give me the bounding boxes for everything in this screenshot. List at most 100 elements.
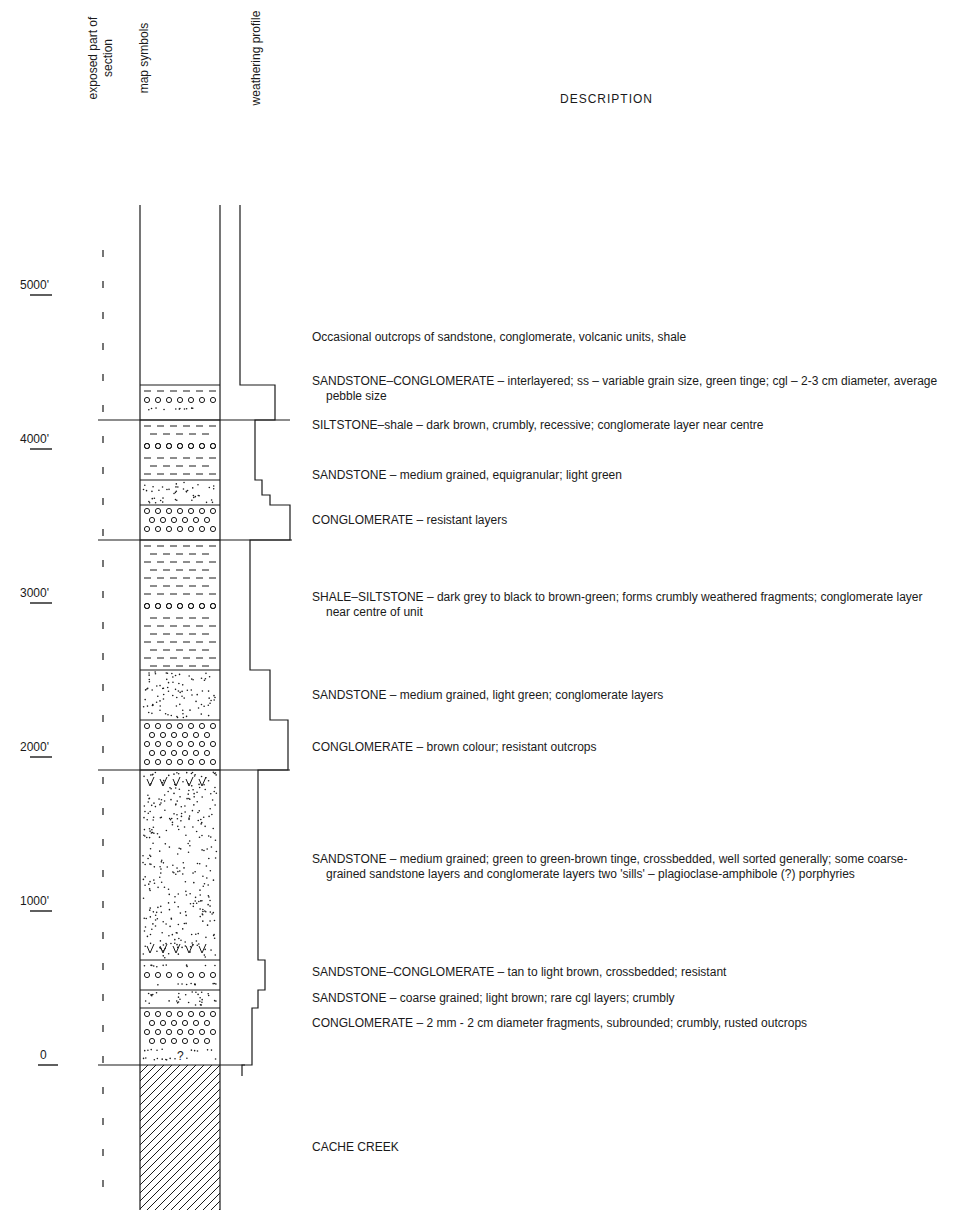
sand-dot bbox=[145, 926, 147, 928]
sand-dot bbox=[179, 692, 181, 694]
sand-dot bbox=[182, 684, 184, 686]
sand-dot bbox=[159, 685, 161, 687]
sand-dot bbox=[208, 835, 210, 837]
sand-dot bbox=[188, 798, 190, 800]
pebble-symbol bbox=[210, 603, 215, 608]
sand-dot bbox=[204, 910, 206, 912]
sand-dot bbox=[215, 983, 217, 985]
sand-dot bbox=[160, 868, 162, 870]
sand-dot bbox=[177, 826, 179, 828]
sand-dot bbox=[193, 793, 195, 795]
sand-dot bbox=[168, 935, 170, 937]
sand-dot bbox=[192, 679, 194, 681]
sand-dot bbox=[186, 772, 188, 774]
sand-dot bbox=[196, 940, 198, 942]
depth-label: 2000' bbox=[20, 740, 49, 755]
sand-dot bbox=[204, 956, 206, 958]
sand-dot bbox=[210, 793, 212, 795]
sand-dot bbox=[213, 912, 215, 914]
shale-dash bbox=[183, 474, 190, 475]
pebble-symbol bbox=[210, 759, 215, 764]
sand-dot bbox=[151, 805, 153, 807]
sand-dot bbox=[214, 773, 216, 775]
sand-dot bbox=[202, 690, 204, 692]
unit-description: SANDSTONE – coarse grained; light brown;… bbox=[312, 991, 942, 1006]
sand-dot bbox=[184, 805, 186, 807]
hatch-line bbox=[140, 1201, 220, 1210]
sand-dot bbox=[178, 829, 180, 831]
shale-dash bbox=[157, 546, 164, 547]
shale-dash bbox=[209, 391, 216, 392]
pebble-symbol bbox=[149, 732, 154, 737]
shale-dash bbox=[176, 554, 183, 555]
sand-dot bbox=[155, 806, 157, 808]
unit-boundary bbox=[140, 720, 220, 721]
pebble-symbol bbox=[144, 443, 149, 448]
sand-dot bbox=[214, 697, 216, 699]
sand-dot bbox=[158, 489, 160, 491]
unit-description: CONGLOMERATE – 2 mm - 2 cm diameter frag… bbox=[312, 1016, 942, 1031]
shale-dash bbox=[189, 618, 196, 619]
sand-dot bbox=[212, 983, 214, 985]
sand-dot bbox=[151, 994, 153, 996]
sand-dot bbox=[213, 695, 215, 697]
sand-dot bbox=[194, 871, 196, 873]
sand-dot bbox=[178, 953, 180, 955]
sand-dot bbox=[192, 789, 194, 791]
sand-dot bbox=[189, 893, 191, 895]
sand-dot bbox=[148, 672, 150, 674]
sand-dot bbox=[144, 805, 146, 807]
pebble-symbol bbox=[149, 750, 154, 755]
sand-dot bbox=[193, 497, 195, 499]
pebble-symbol bbox=[144, 972, 149, 977]
depth-label: 0 bbox=[40, 1048, 47, 1063]
pebble-symbol bbox=[177, 443, 182, 448]
sand-dot bbox=[159, 836, 161, 838]
sand-dot bbox=[195, 991, 197, 993]
sand-dot bbox=[166, 679, 168, 681]
sand-dot bbox=[185, 911, 187, 913]
hatch-line bbox=[140, 1145, 220, 1210]
sand-dot bbox=[210, 949, 212, 951]
sand-dot bbox=[143, 776, 145, 778]
sand-dot bbox=[151, 995, 153, 997]
sand-dot bbox=[209, 905, 211, 907]
sand-dot bbox=[201, 704, 203, 706]
sand-dot bbox=[202, 911, 204, 913]
sand-dot bbox=[153, 911, 155, 913]
sand-dot bbox=[159, 850, 161, 852]
sand-dot bbox=[172, 864, 174, 866]
sand-dot bbox=[191, 499, 193, 501]
shale-dash bbox=[196, 426, 203, 427]
sand-dot bbox=[212, 799, 214, 801]
sand-dot bbox=[152, 705, 154, 707]
pebble-symbol bbox=[199, 508, 204, 513]
sand-dot bbox=[198, 943, 200, 945]
sand-dot bbox=[178, 996, 180, 998]
shale-dash bbox=[209, 642, 216, 643]
pebble-symbol bbox=[193, 750, 198, 755]
sand-dot bbox=[143, 917, 145, 919]
sand-dot bbox=[215, 954, 217, 956]
sand-dot bbox=[147, 688, 149, 690]
sand-dot bbox=[198, 901, 200, 903]
sand-dot bbox=[201, 999, 203, 1001]
sand-dot bbox=[149, 909, 151, 911]
sand-dot bbox=[160, 500, 162, 502]
sand-dot bbox=[168, 1000, 170, 1002]
sand-dot bbox=[174, 939, 176, 941]
sand-dot bbox=[175, 689, 177, 691]
shale-dash bbox=[144, 458, 151, 459]
shale-dash bbox=[157, 458, 164, 459]
sand-dot bbox=[178, 690, 180, 692]
sand-dot bbox=[174, 942, 176, 944]
sand-dot bbox=[150, 965, 152, 967]
shale-dash bbox=[183, 546, 190, 547]
shale-dash bbox=[209, 458, 216, 459]
sand-dot bbox=[205, 937, 207, 939]
sand-dot bbox=[216, 851, 218, 853]
depth-label: 1000' bbox=[20, 894, 49, 909]
sand-dot bbox=[195, 701, 197, 703]
sand-dot bbox=[184, 826, 186, 828]
sand-dot bbox=[203, 784, 205, 786]
